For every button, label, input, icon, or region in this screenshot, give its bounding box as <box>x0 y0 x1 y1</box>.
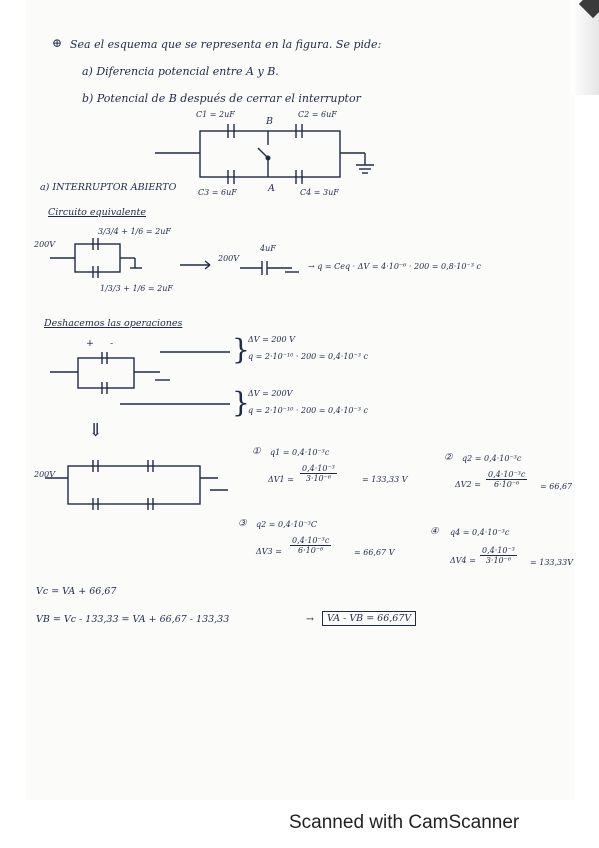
cap1-dv: ΔV1 = <box>268 475 294 484</box>
cap4-den: 3·10⁻⁶ <box>485 556 512 565</box>
undo-line1-q: q = 2·10⁻¹⁰ · 200 = 0,4·10⁻³ c <box>248 352 368 361</box>
cap-c1-label: C1 = 2uF <box>196 110 235 119</box>
cap2-result: = 66,67 <box>540 482 573 491</box>
cap4-fraction: 0,4·10⁻³ 3·10⁻⁶ <box>480 546 517 565</box>
cap1-den: 3·10⁻⁶ <box>305 474 332 483</box>
final-arrow: → <box>306 614 314 625</box>
final-vb: VB = Vc - 133,33 = VA + 66,67 - 133,33 <box>36 614 230 625</box>
cap1-num: 0,4·10⁻³ <box>300 464 337 474</box>
undo-title: Deshacemos las operaciones <box>44 318 183 329</box>
cap4-charge: q4 = 0,4·10⁻³c <box>450 528 510 537</box>
charge-equation: → q = Ceq · ΔV = 4·10⁻⁶ · 200 = 0,8·10⁻³… <box>308 262 481 271</box>
cap2-number: ② <box>444 452 453 463</box>
brace-2: } <box>232 386 250 419</box>
cap2-num: 0,4·10⁻³c <box>486 470 528 480</box>
charge-equation-text: q = Ceq · ΔV = 4·10⁻⁶ · 200 = 0,8·10⁻³ c <box>317 262 481 271</box>
cap4-dv: ΔV4 = <box>450 556 476 565</box>
cap2-dv: ΔV2 = <box>455 480 481 489</box>
cap1-fraction: 0,4·10⁻³ 3·10⁻⁶ <box>300 464 337 483</box>
cap3-den: 6·10⁻⁶ <box>298 546 324 555</box>
section-a-subtitle: Circuito equivalente <box>48 207 146 218</box>
problem-number-icon: ⊕ <box>52 36 63 50</box>
node-a-label: A <box>268 183 275 194</box>
cap3-result: = 66,67 V <box>354 548 395 557</box>
brace-1: } <box>232 333 250 366</box>
undo-line2-dv: ΔV = 200V <box>248 389 293 398</box>
problem-part-b: b) Potencial de B después de cerrar el i… <box>82 92 361 105</box>
down-arrow-icon: ⇓ <box>88 420 104 441</box>
cap2-charge: q2 = 0,4·10⁻³c <box>462 454 522 463</box>
node-b-label: B <box>266 116 273 127</box>
cap4-num: 0,4·10⁻³ <box>480 546 517 556</box>
equiv-bottom-eq: 1/3/3 + 1/6 = 2uF <box>100 284 173 293</box>
cap3-dv: ΔV3 = <box>256 547 282 556</box>
cap-c3-label: C3 = 6uF <box>198 188 237 197</box>
undo-line2-q: q = 2·10⁻¹⁰ · 200 = 0,4·10⁻³ c <box>248 406 368 415</box>
final-vc: Vc = VA + 66,67 <box>36 586 117 597</box>
cap4-result: = 133,33V <box>530 558 574 567</box>
problem-part-a: a) Diferencia potencial entre A y B. <box>82 65 279 78</box>
cap3-num: 0,4·10⁻³c <box>290 536 332 546</box>
section-a-title: a) INTERRUPTOR ABIERTO <box>40 182 177 193</box>
cap1-charge: q1 = 0,4·10⁻³c <box>270 448 330 457</box>
cap3-fraction: 0,4·10⁻³c 6·10⁻⁶ <box>290 536 332 555</box>
cap-c4-label: C4 = 3uF <box>300 188 339 197</box>
scanned-page <box>26 0 575 800</box>
problem-intro: Sea el esquema que se representa en la f… <box>70 38 382 51</box>
scanner-watermark: Scanned with CamScanner <box>289 812 520 833</box>
caps-voltage: 200V <box>34 470 56 479</box>
cap1-number: ① <box>252 446 261 457</box>
equiv-top-eq: 3/3/4 + 1/6 = 2uF <box>98 227 171 236</box>
cap2-fraction: 0,4·10⁻³c 6·10⁻⁶ <box>486 470 528 489</box>
cap2-den: 6·10⁻⁶ <box>494 480 520 489</box>
cap1-result: = 133,33 V <box>362 475 408 484</box>
equiv-voltage-left: 200V <box>34 240 56 249</box>
final-answer: VA - VB = 66,67V <box>322 611 417 626</box>
cap4-number: ④ <box>430 526 439 537</box>
equiv-capacitance: 4uF <box>260 244 276 253</box>
cap-c2-label: C2 = 6uF <box>298 110 337 119</box>
cap3-number: ③ <box>238 518 247 529</box>
equiv-voltage-mid: 200V <box>218 254 240 263</box>
undo-line1-dv: ΔV = 200 V <box>248 335 295 344</box>
plus-sign: + <box>86 338 94 349</box>
minus-sign: - <box>110 338 114 349</box>
cap3-charge: q2 = 0,4·10⁻³C <box>256 520 317 529</box>
